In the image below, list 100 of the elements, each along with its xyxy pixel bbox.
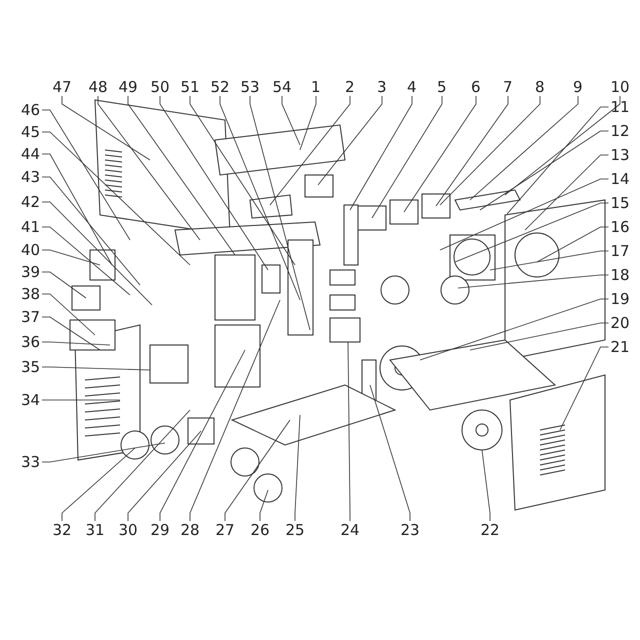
leader-line — [370, 384, 410, 522]
leader-line — [490, 250, 609, 270]
callout-number: 28 — [180, 522, 200, 538]
callout-number: 13 — [610, 147, 630, 163]
callout-number: 18 — [610, 267, 630, 283]
callout-number: 50 — [150, 79, 170, 95]
leader-line — [190, 300, 280, 522]
leader-line — [536, 226, 609, 262]
leader-line — [42, 202, 152, 306]
callout-number: 37 — [21, 309, 40, 325]
leader-line — [470, 322, 609, 350]
leader-line — [504, 96, 620, 196]
leader-line — [42, 442, 166, 462]
leader-line — [372, 96, 442, 218]
callout-number: 11 — [610, 99, 630, 115]
leader-line — [128, 96, 236, 256]
leader-line — [42, 294, 96, 336]
leader-line — [348, 342, 350, 522]
callout-number: 1 — [311, 79, 321, 95]
callout-number: 32 — [52, 522, 72, 538]
callout-number: 3 — [377, 79, 387, 95]
leader-line — [350, 96, 412, 210]
callout-number: 30 — [118, 522, 138, 538]
callout-number: 16 — [610, 219, 630, 235]
leader-line — [42, 132, 190, 266]
leader-line — [42, 272, 86, 298]
callout-number: 41 — [21, 219, 40, 235]
leader-line — [454, 202, 609, 262]
leader-line — [98, 96, 200, 240]
callout-number: 27 — [216, 522, 235, 538]
leader-line — [160, 350, 246, 522]
callout-number: 48 — [88, 79, 108, 95]
leader-line — [524, 154, 609, 230]
callout-number: 49 — [118, 79, 138, 95]
callout-number: 2 — [345, 79, 355, 95]
leader-line — [94, 410, 190, 522]
callout-number: 39 — [21, 264, 40, 280]
leader-line — [458, 274, 609, 288]
leader-line — [224, 420, 290, 522]
callout-number: 14 — [610, 171, 630, 187]
callout-number: 26 — [250, 522, 270, 538]
leader-line — [260, 490, 268, 522]
callout-number: 53 — [240, 79, 260, 95]
leader-line — [420, 298, 609, 360]
callout-number: 31 — [86, 522, 105, 538]
callout-number: 25 — [286, 522, 305, 538]
leader-line — [42, 342, 110, 346]
callout-number: 23 — [400, 522, 420, 538]
callout-number: 45 — [21, 124, 40, 140]
callout-number: 9 — [573, 79, 583, 95]
callout-number: 7 — [503, 79, 513, 95]
leader-line — [440, 96, 540, 206]
leader-line — [318, 96, 382, 186]
leader-line — [440, 178, 609, 250]
callout-number: 5 — [437, 79, 447, 95]
leader-line — [62, 448, 136, 522]
leader-line — [250, 96, 310, 330]
callout-number: 43 — [21, 169, 40, 185]
callout-number: 51 — [180, 79, 200, 95]
callout-number: 36 — [21, 334, 40, 350]
callout-number: 12 — [610, 123, 630, 139]
callout-number: 17 — [610, 243, 630, 259]
callout-number: 34 — [21, 392, 40, 408]
leader-line — [42, 110, 130, 240]
callout-number: 54 — [272, 79, 292, 95]
callout-number: 44 — [21, 146, 40, 162]
callout-number: 6 — [471, 79, 481, 95]
leader-line — [282, 96, 300, 146]
callout-number: 47 — [52, 79, 72, 95]
leader-line — [42, 176, 140, 286]
callout-number: 46 — [21, 102, 40, 118]
leader-line — [42, 316, 100, 350]
leader-line — [482, 450, 490, 522]
leader-line — [480, 130, 609, 210]
leader-line — [300, 96, 316, 150]
leader-line — [270, 96, 350, 206]
callout-number: 22 — [480, 522, 500, 538]
leader-line — [42, 226, 130, 296]
leader-line — [220, 96, 300, 300]
callout-number: 29 — [150, 522, 170, 538]
callout-number: 20 — [610, 315, 630, 331]
leader-line — [128, 430, 202, 522]
leader-line — [62, 96, 150, 160]
callout-number: 8 — [535, 79, 545, 95]
callout-number: 15 — [610, 195, 630, 211]
callout-number: 24 — [340, 522, 360, 538]
callout-number: 42 — [21, 194, 40, 210]
leader-line — [436, 96, 508, 206]
callout-number: 4 — [407, 79, 417, 95]
leader-line — [190, 96, 296, 266]
callout-number: 52 — [210, 79, 230, 95]
callout-number: 10 — [610, 79, 630, 95]
leader-line — [160, 96, 268, 270]
leader-line — [404, 96, 476, 212]
leader-line — [294, 414, 300, 522]
leader-line — [506, 106, 609, 214]
leader-line — [560, 346, 609, 430]
callout-number: 19 — [610, 291, 630, 307]
leader-line — [470, 96, 578, 200]
leader-line — [42, 154, 112, 266]
